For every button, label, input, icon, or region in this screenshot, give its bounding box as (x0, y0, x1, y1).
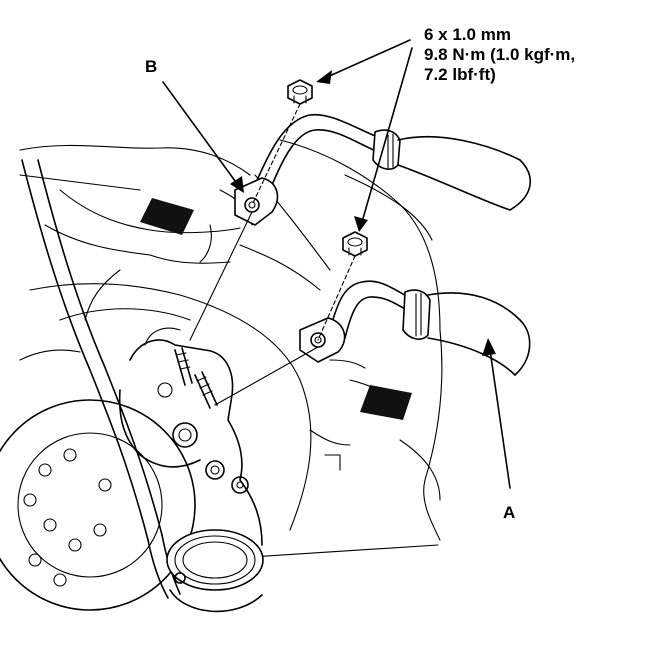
leader-arrows (162, 39, 511, 489)
callout-a: A (503, 503, 515, 522)
nut-upper (287, 79, 313, 105)
alignment-lines (189, 103, 356, 406)
refrigerant-line-upper (254, 113, 532, 211)
flange-lower (299, 317, 346, 363)
spec-line-1: 6 x 1.0 mm (424, 25, 511, 44)
pulley (0, 399, 196, 611)
callout-b: B (145, 57, 157, 76)
warning-label (140, 198, 412, 420)
refrigerant-line-lower (329, 280, 531, 376)
engine-outline (19, 139, 443, 561)
nut-lower (342, 231, 368, 257)
flange-b (234, 177, 279, 226)
clutch-pulley (166, 529, 264, 613)
compressor-body (118, 327, 263, 546)
harness-cable (21, 159, 181, 599)
spec-line-3: 7.2 lbf·ft) (424, 65, 496, 84)
spec-line-2: 9.8 N·m (1.0 kgf·m, (424, 45, 575, 64)
